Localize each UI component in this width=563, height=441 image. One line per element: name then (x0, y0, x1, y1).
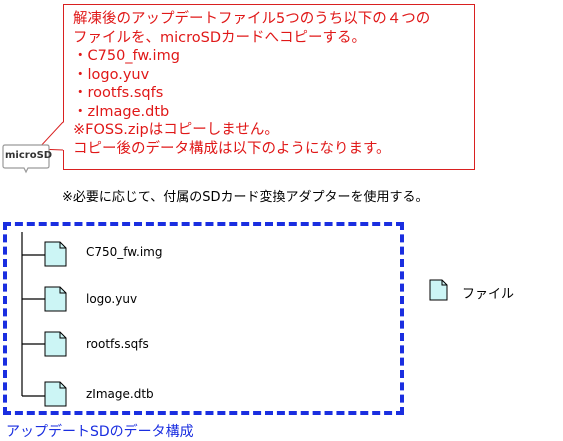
callout-line: ・logo.yuv (73, 66, 150, 83)
file-name: zImage.dtb (86, 387, 154, 401)
microsd-label: microSD (5, 150, 53, 161)
callout-line: ・zImage.dtb (73, 103, 170, 120)
adapter-note: ※必要に応じて、付属のSDカード変換アダプターを使用する。 (62, 190, 429, 205)
callout-box (63, 4, 475, 170)
legend-file-label: ファイル (462, 287, 515, 302)
file-icon (44, 331, 67, 357)
file-icon (44, 286, 67, 312)
file-icon (429, 279, 448, 301)
callout-line: 解凍後のアップデートファイル5つのうち以下の４つの (73, 11, 431, 27)
callout-line: ファイルを、microSDカードへコピーする。 (73, 29, 367, 46)
sd-structure-box (3, 222, 404, 415)
file-icon (44, 241, 67, 267)
file-name: logo.yuv (86, 292, 138, 306)
callout-line: コピー後のデータ構成は以下のようになります。 (73, 140, 391, 157)
callout-text: 解凍後のアップデートファイル5つのうち以下の４つの ファイルを、microSDカ… (73, 10, 430, 158)
file-icon (44, 381, 67, 407)
callout-line: ※FOSS.zipはコピーしません。 (73, 122, 279, 138)
file-name: rootfs.sqfs (86, 337, 149, 351)
file-name: C750_fw.img (86, 245, 163, 259)
callout-line: ・rootfs.sqfs (73, 85, 164, 101)
structure-caption: アップデートSDのデータ構成 (6, 424, 194, 440)
microsd-card-icon (2, 144, 50, 174)
callout-line: ・C750_fw.img (73, 48, 180, 64)
